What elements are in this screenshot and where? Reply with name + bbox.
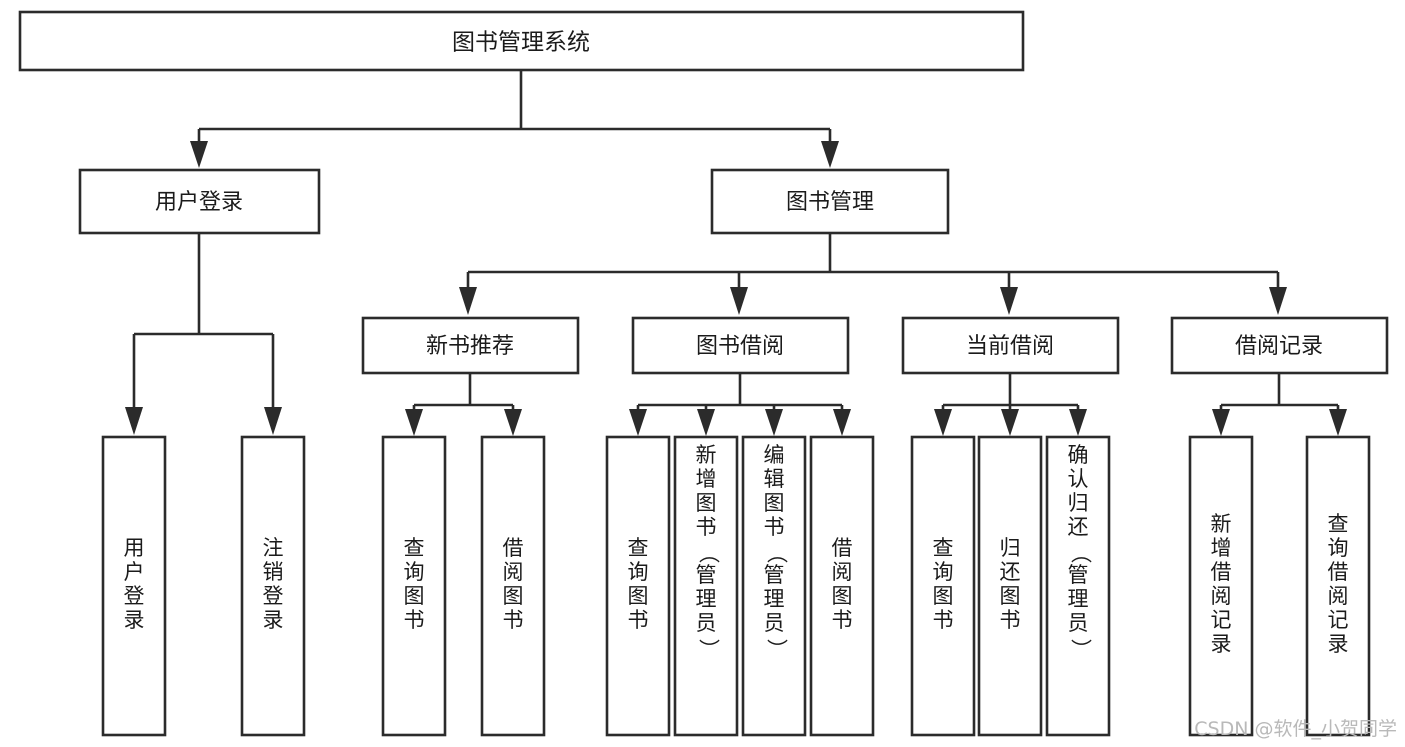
arrow-to-bb-leaf-2 (697, 409, 715, 436)
node-current-borrow[interactable] (901, 316, 1120, 375)
arrow-to-current-borrow (1000, 287, 1018, 315)
leaf-logout[interactable] (240, 435, 306, 737)
leaf-bb-query-book[interactable] (605, 435, 671, 737)
node-borrow-record[interactable] (1170, 316, 1389, 375)
leaf-nbr-borrow-book[interactable] (480, 435, 546, 737)
node-user-login-label: 用户登录 (155, 190, 243, 215)
arrow-to-new-book (459, 287, 477, 315)
node-current-borrow-label: 当前借阅 (966, 334, 1054, 359)
leaf-br-query-record[interactable] (1305, 435, 1371, 737)
arrow-to-cb-leaf-3 (1069, 409, 1087, 436)
leaf-cb-confirm-return[interactable] (1045, 435, 1111, 737)
arrow-to-book-borrow (730, 287, 748, 315)
arrow-to-bb-leaf-3 (765, 409, 783, 436)
arrow-to-bb-leaf-1 (629, 409, 647, 436)
node-root-system-label: 图书管理系统 (452, 30, 590, 56)
arrow-to-login-leaf-1 (125, 407, 143, 435)
leaf-cb-return-book[interactable] (977, 435, 1043, 737)
arrow-to-user-login (190, 141, 208, 168)
arrow-to-cb-leaf-1 (934, 409, 952, 436)
arrow-to-nbr-leaf-1 (405, 409, 423, 436)
node-book-borrow-label: 图书借阅 (696, 334, 784, 359)
arrow-to-cb-leaf-2 (1001, 409, 1019, 436)
arrow-to-bb-leaf-4 (833, 409, 851, 436)
arrow-to-br-leaf-2 (1329, 409, 1347, 436)
node-book-manage-label: 图书管理 (786, 190, 874, 215)
arrow-to-nbr-leaf-2 (504, 409, 522, 436)
leaf-user-login[interactable] (101, 435, 167, 737)
leaf-bb-edit-book[interactable] (741, 435, 807, 737)
node-new-book-recommend-label: 新书推荐 (426, 334, 514, 359)
node-book-manage[interactable] (710, 168, 950, 235)
node-book-borrow[interactable] (631, 316, 850, 375)
node-new-book-recommend[interactable] (361, 316, 580, 375)
node-root-system[interactable] (18, 10, 1025, 72)
arrow-to-borrow-record (1269, 287, 1287, 315)
leaf-cb-query-book[interactable] (910, 435, 976, 737)
leaf-bb-add-book[interactable] (673, 435, 739, 737)
leaf-bb-borrow-book[interactable] (809, 435, 875, 737)
arrow-to-br-leaf-1 (1212, 409, 1230, 436)
arrow-to-login-leaf-2 (264, 407, 282, 435)
leaf-br-add-record[interactable] (1188, 435, 1254, 737)
leaf-nbr-query-book[interactable] (381, 435, 447, 737)
node-borrow-record-label: 借阅记录 (1235, 334, 1323, 359)
arrow-to-book-manage (821, 141, 839, 168)
